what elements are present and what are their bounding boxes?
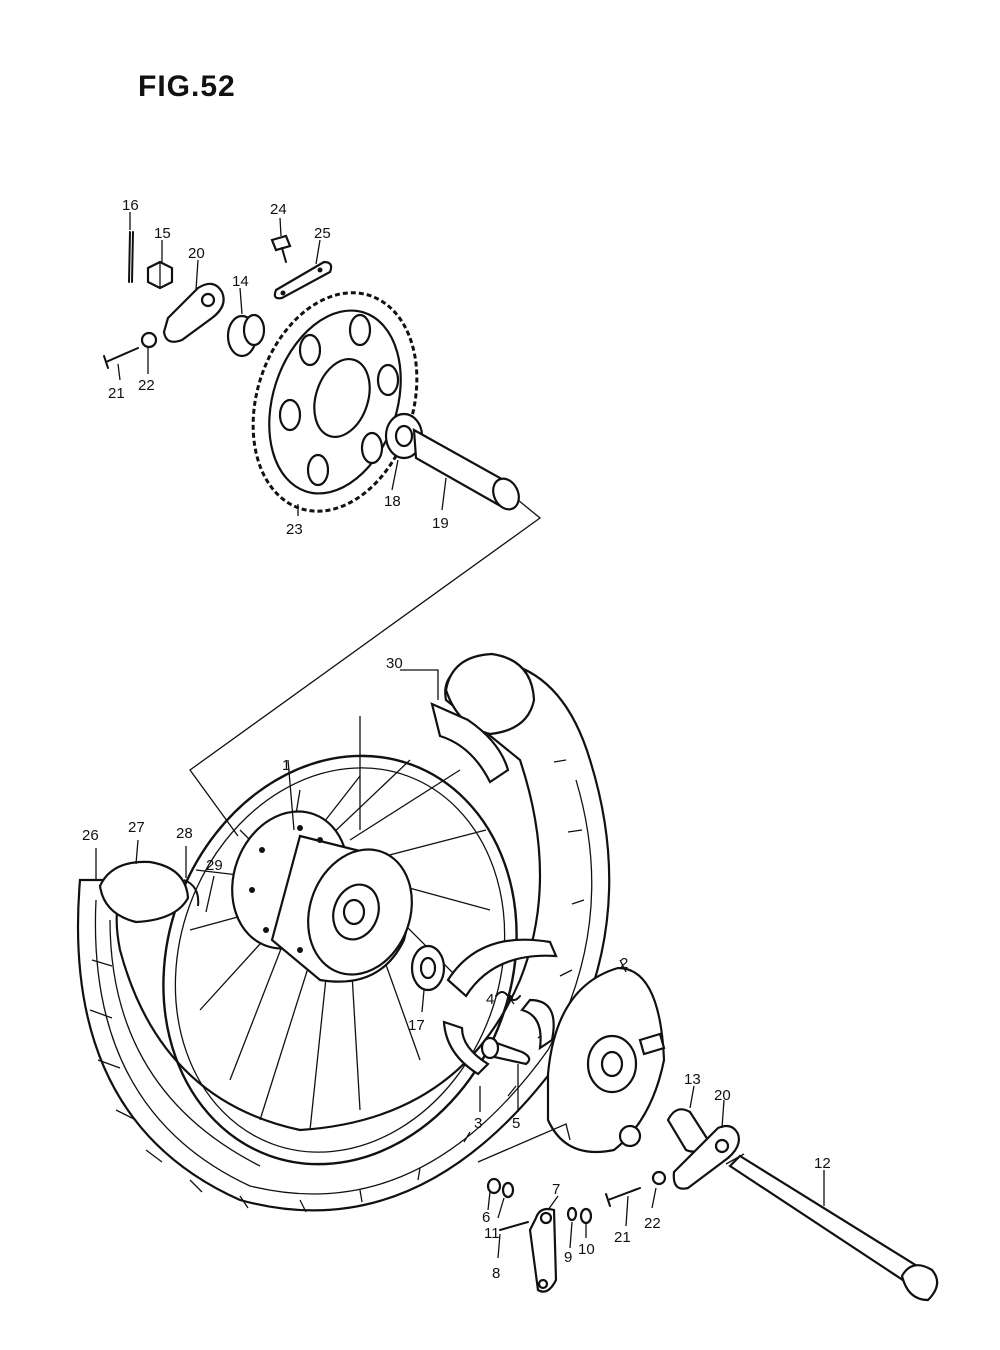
- callout-4: 4: [486, 991, 494, 1008]
- spacer-part: [226, 313, 266, 358]
- callout-3: 3: [474, 1115, 482, 1132]
- rear-hub-part: [231, 810, 413, 983]
- arm-nut-part: [579, 1207, 593, 1225]
- callout-25: 25: [314, 225, 331, 242]
- callout-17: 17: [408, 1017, 425, 1034]
- adjuster-bolt-upper-part: [103, 347, 139, 369]
- hub-bearing-part: [410, 944, 446, 992]
- arm-seal-part: [501, 1181, 515, 1199]
- brake-shoe-lower-part: [442, 1020, 490, 1076]
- callout-20-upper: 20: [188, 245, 205, 262]
- callout-2: 2: [620, 955, 628, 972]
- rear-axle-part: [725, 1153, 939, 1302]
- callout-15: 15: [154, 225, 171, 242]
- cotter-pin-part: [128, 231, 134, 283]
- chain-adjuster-lower-part: [672, 1124, 740, 1190]
- brake-cam-part: [480, 1036, 531, 1066]
- arm-washer-part: [566, 1206, 578, 1222]
- washer-lower-part: [651, 1170, 667, 1186]
- callout-18: 18: [384, 493, 401, 510]
- castle-nut-part: [146, 260, 174, 290]
- callout-24: 24: [270, 201, 287, 218]
- top-group-leader-lines: [117, 212, 542, 837]
- lower-group-leader-lines: [95, 669, 825, 1259]
- brake-panel-part: [546, 966, 666, 1154]
- adjuster-bolt-lower-part: [605, 1187, 641, 1207]
- washer-arm-part: [486, 1177, 502, 1195]
- brake-shoe-upper-part: [446, 938, 558, 1051]
- callout-23: 23: [286, 521, 303, 538]
- callout-1: 1: [282, 757, 290, 774]
- callout-7: 7: [552, 1181, 560, 1198]
- arm-bolt-part: [499, 1221, 529, 1231]
- washer-upper-part: [140, 331, 158, 349]
- sprocket-bearing-part: [384, 412, 424, 460]
- callout-19: 19: [432, 515, 449, 532]
- callout-22-lower: 22: [644, 1215, 661, 1232]
- callout-16: 16: [122, 197, 139, 214]
- callout-21-lower: 21: [614, 1229, 631, 1246]
- sprocket-drum-spacer-part: [412, 428, 520, 511]
- callout-labels: 16 15 20 24 25 14 21 22 23 18 19 30 1 26…: [82, 197, 831, 1282]
- rim-band-lower-part: [183, 879, 200, 907]
- callout-14: 14: [232, 273, 249, 290]
- sprocket-bolt-part: [270, 234, 292, 263]
- callout-26: 26: [82, 827, 99, 844]
- callout-8: 8: [492, 1265, 500, 1282]
- rim-band-upper-part: [430, 652, 536, 784]
- callout-20-lower: 20: [714, 1087, 731, 1104]
- lock-plate-part: [273, 260, 333, 300]
- callout-10: 10: [578, 1241, 595, 1258]
- callout-21-upper: 21: [108, 385, 125, 402]
- callout-30: 30: [386, 655, 403, 672]
- callout-12: 12: [814, 1155, 831, 1172]
- callout-22-upper: 22: [138, 377, 155, 394]
- callout-9: 9: [564, 1249, 572, 1266]
- callout-6: 6: [482, 1209, 490, 1226]
- callout-27: 27: [128, 819, 145, 836]
- callout-5: 5: [512, 1115, 520, 1132]
- inner-tube-part: [98, 860, 190, 924]
- chain-adjuster-upper-part: [162, 282, 225, 343]
- callout-29: 29: [206, 857, 223, 874]
- brake-arm-part: [528, 1207, 558, 1293]
- callout-28: 28: [176, 825, 193, 842]
- rear-sprocket-part: [251, 291, 419, 513]
- figure-title: FIG.52: [138, 70, 236, 103]
- callout-11: 11: [484, 1225, 500, 1242]
- callout-13: 13: [684, 1071, 701, 1088]
